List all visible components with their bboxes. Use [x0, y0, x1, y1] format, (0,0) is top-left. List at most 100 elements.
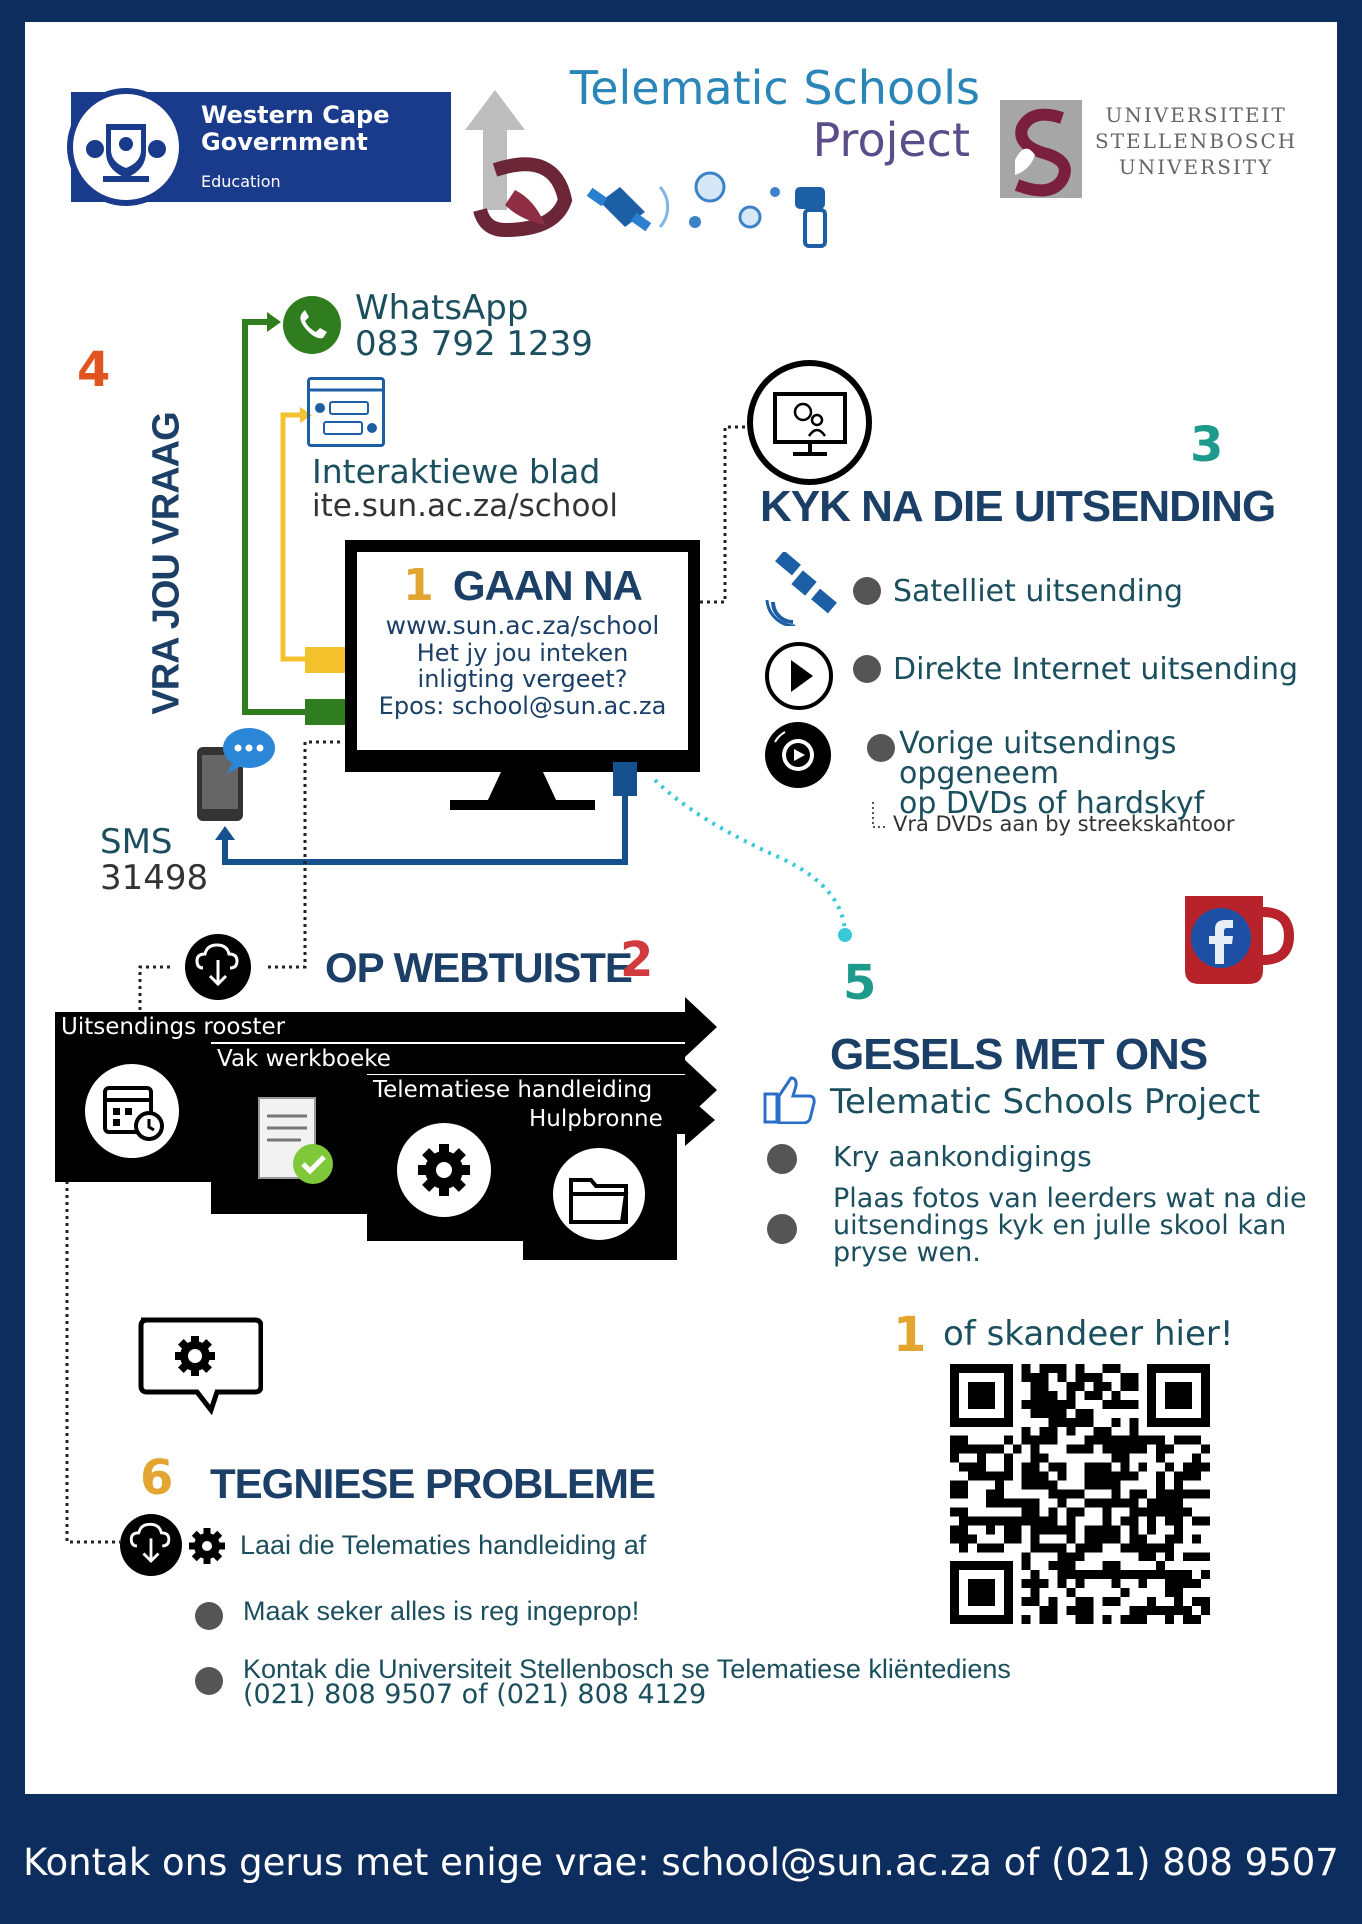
broadcast-item-dvd: Vorige uitsendings opgeneem op DVDs of h…	[899, 729, 1337, 819]
tab-resources-label: Hulpbronne	[529, 1106, 663, 1132]
section5-title: GESELS MET ONS	[830, 1030, 1208, 1079]
calendar-icon	[85, 1064, 179, 1158]
tab-telematic-manual-label: Telematiese handleiding	[373, 1077, 653, 1103]
sms-number[interactable]: 31498	[100, 858, 209, 898]
whatsapp-number[interactable]: 083 792 1239	[355, 324, 593, 364]
bullet-dot	[767, 1214, 797, 1244]
tile-workbooks[interactable]	[211, 1074, 367, 1214]
monitor-screen: 1 GAAN NA www.sun.ac.za/school Het jy jo…	[357, 552, 688, 750]
project-title-line2: Project	[812, 113, 970, 167]
thumbs-up-icon	[763, 1074, 817, 1125]
wcg-dept: Education	[201, 172, 281, 191]
bullet-dot	[195, 1667, 223, 1695]
facebook-mug-icon	[1177, 890, 1295, 990]
su-line3: UNIVERSITY	[1118, 155, 1274, 179]
tile-manual[interactable]	[367, 1105, 523, 1241]
crest-icon	[67, 88, 185, 206]
section3-title: KYK NA DIE UITSENDING	[760, 482, 1276, 531]
chat-bubble-icon	[223, 728, 275, 774]
network-graphic-icon	[580, 162, 850, 252]
section6-title: TEGNIESE PROBLEME	[210, 1460, 656, 1507]
section1-title: GAAN NA	[452, 562, 643, 609]
dvd-icon	[765, 722, 831, 788]
bullet-dot	[195, 1602, 223, 1630]
tile-schedule[interactable]	[55, 1042, 211, 1182]
poster: Western Cape Government Education Telema…	[25, 22, 1337, 1794]
play-icon	[765, 642, 833, 710]
section1-forgot-line1: Het jy jou inteken	[416, 639, 629, 667]
monitor: 1 GAAN NA www.sun.ac.za/school Het jy jo…	[345, 540, 700, 772]
section3-number: 3	[1190, 417, 1224, 473]
section5-item2: Plaas fotos van leerders wat na die uits…	[833, 1185, 1307, 1266]
project-title: Telematic Schools Project	[560, 62, 980, 166]
section1-forgot-line2: inligting vergeet?	[417, 665, 628, 693]
gear-icon	[397, 1123, 491, 1217]
section5-item2-line3: pryse wen.	[833, 1237, 981, 1268]
monitor-base	[450, 800, 595, 810]
bullet-dot	[767, 1144, 797, 1174]
su-name: UNIVERSITEIT STELLENBOSCH UNIVERSITY	[1095, 102, 1297, 180]
broadcast-item-satellite: Satelliet uitsending	[893, 574, 1184, 609]
qr-number: 1	[893, 1307, 927, 1363]
section1-email[interactable]: Epos: school@sun.ac.za	[378, 692, 667, 720]
facebook-page-name[interactable]: Telematic Schools Project	[830, 1082, 1261, 1122]
yellow-plug-icon	[305, 647, 345, 673]
sms-label: SMS	[100, 822, 173, 862]
bullet-dot	[867, 734, 895, 762]
section6-item1[interactable]: Laai die Telematies handleiding af	[240, 1530, 647, 1560]
cloud-download-icon	[185, 934, 251, 1000]
chat-window-icon	[307, 377, 385, 447]
section6-item3-line1: Kontak die Universiteit Stellenbosch se …	[243, 1654, 1011, 1684]
section2-number: 2	[620, 932, 654, 988]
satellite-icon	[765, 550, 843, 628]
tile-resources[interactable]	[523, 1134, 677, 1260]
broadcast-monitor-icon	[747, 360, 872, 485]
section6-item3: Kontak die Universiteit Stellenbosch se …	[243, 1654, 1011, 1710]
project-title-line1: Telematic Schools	[569, 61, 980, 115]
tab-broadcast-schedule-label: Uitsendings rooster	[61, 1014, 286, 1040]
wcg-name-line2: Government	[201, 128, 368, 156]
arrow-head-icon	[685, 1094, 715, 1146]
section1-number: 1	[403, 560, 434, 611]
gear-icon	[188, 1527, 226, 1565]
section1-url[interactable]: www.sun.ac.za/school	[385, 611, 660, 640]
interactive-url[interactable]: ite.sun.ac.za/school	[312, 488, 618, 524]
bullet-dot	[853, 577, 881, 605]
section6-item3-line2[interactable]: (021) 808 9507 of (021) 808 4129	[243, 1679, 707, 1710]
cloud-download-icon	[120, 1514, 182, 1576]
dvd-note: Vra DVDs aan by streekskantoor	[893, 812, 1235, 836]
broadcast-item-internet: Direkte Internet uitsending	[893, 652, 1298, 687]
connector-lines	[65, 312, 885, 1544]
broadcast-item-dvd-line1: Vorige uitsendings opgeneem	[899, 726, 1177, 791]
support-gear-bubble-icon	[133, 1314, 264, 1434]
section6-number: 6	[140, 1450, 174, 1506]
whatsapp-icon	[283, 296, 341, 354]
folder-icon	[553, 1148, 645, 1240]
su-line2: STELLENBOSCH	[1095, 129, 1298, 153]
document-check-icon	[251, 1092, 341, 1192]
tab-telematic-manual[interactable]: Telematiese handleiding	[367, 1075, 685, 1105]
su-logo-icon	[1000, 100, 1082, 198]
bullet-dot	[853, 655, 881, 683]
tab-subject-workbooks-label: Vak werkboeke	[217, 1046, 391, 1072]
section6-item2: Maak seker alles is reg ingeprop!	[243, 1596, 640, 1626]
tab-broadcast-schedule[interactable]: Uitsendings rooster	[55, 1012, 685, 1042]
qr-code-icon[interactable]	[950, 1364, 1210, 1624]
footer: Kontak ons gerus met enige vrae: school@…	[0, 1800, 1362, 1924]
section5-item1: Kry aankondigings	[833, 1140, 1092, 1173]
tab-subject-workbooks[interactable]: Vak werkboeke	[211, 1044, 685, 1074]
section4-number: 4	[77, 342, 111, 398]
section5-item2-line1: Plaas fotos van leerders wat na die	[833, 1183, 1307, 1214]
su-line1: UNIVERSITEIT	[1105, 103, 1287, 127]
wcg-name-line1: Western Cape	[201, 101, 390, 129]
blue-plug-icon	[613, 762, 637, 796]
tab-resources[interactable]: Hulpbronne	[523, 1104, 685, 1134]
green-plug-icon	[305, 699, 345, 725]
footer-text[interactable]: Kontak ons gerus met enige vrae: school@…	[23, 1840, 1339, 1884]
wcg-logo: Western Cape Government Education	[67, 88, 451, 206]
broadcast-item-dvd-line2: op DVDs of hardskyf	[899, 786, 1205, 821]
arrow-head-icon	[685, 997, 717, 1057]
interactive-label: Interaktiewe blad	[312, 452, 601, 491]
section2-title: OP WEBTUISTE	[325, 944, 633, 991]
section5-item2-line2: uitsendings kyk en julle skool kan	[833, 1210, 1287, 1241]
